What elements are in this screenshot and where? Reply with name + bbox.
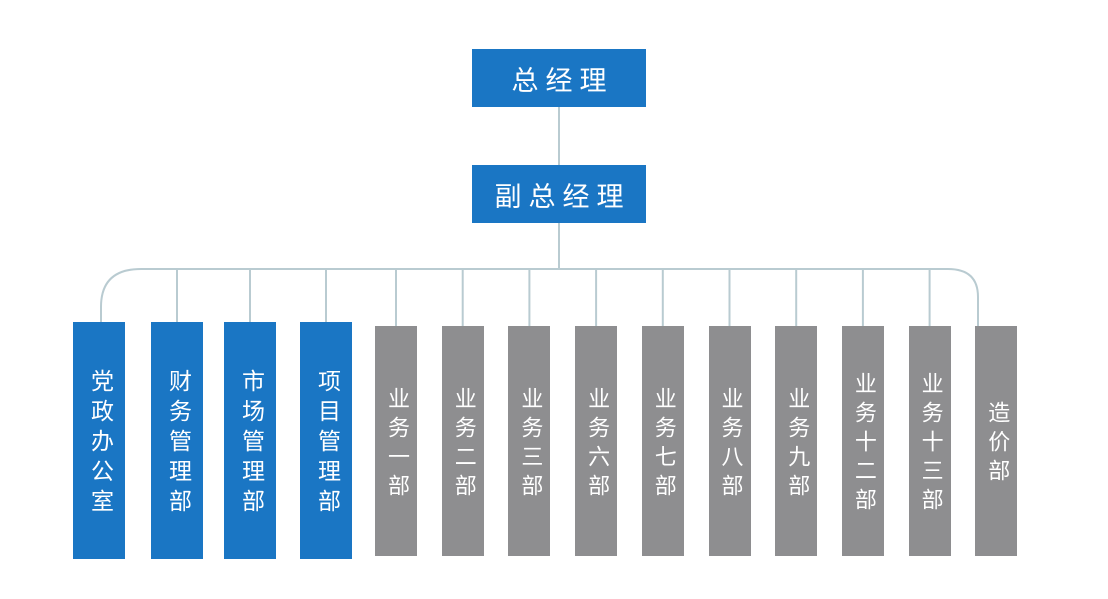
node-general-manager: 总经理 [472,49,646,107]
department-box-5: 业务一部 [375,326,417,556]
department-label: 业务一部 [384,386,409,503]
department-label: 业务三部 [517,386,543,503]
department-box-11: 业务九部 [775,326,818,556]
node-deputy-general-manager: 副总经理 [472,165,646,223]
department-box-1: 党政办公室 [73,322,125,559]
department-label: 造价部 [984,401,1010,488]
department-label: 业务十三部 [917,372,943,517]
department-label: 业务九部 [784,386,810,503]
department-label: 业务十二部 [850,372,876,517]
department-box-8: 业务六部 [575,326,618,556]
department-box-7: 业务三部 [508,326,551,556]
department-label: 党政办公室 [86,369,113,519]
department-label: 市场管理部 [237,369,264,519]
node-general-manager-label: 总经理 [511,65,614,97]
department-label: 业务六部 [584,386,610,503]
department-box-4: 项目管理部 [300,322,352,559]
department-box-13: 业务十三部 [908,326,951,556]
department-box-3: 市场管理部 [224,322,276,559]
node-deputy-general-manager-label: 副总经理 [494,181,631,213]
department-label: 业务七部 [650,386,676,503]
department-label: 业务二部 [450,386,476,503]
department-box-2: 财务管理部 [151,322,203,559]
department-label: 业务八部 [717,386,743,503]
department-box-14: 造价部 [975,326,1018,556]
department-label: 财务管理部 [164,369,191,519]
department-label: 项目管理部 [313,369,340,519]
department-box-6: 业务二部 [441,326,484,556]
department-box-12: 业务十二部 [841,326,884,556]
department-box-9: 业务七部 [641,326,684,556]
department-box-10: 业务八部 [708,326,751,556]
